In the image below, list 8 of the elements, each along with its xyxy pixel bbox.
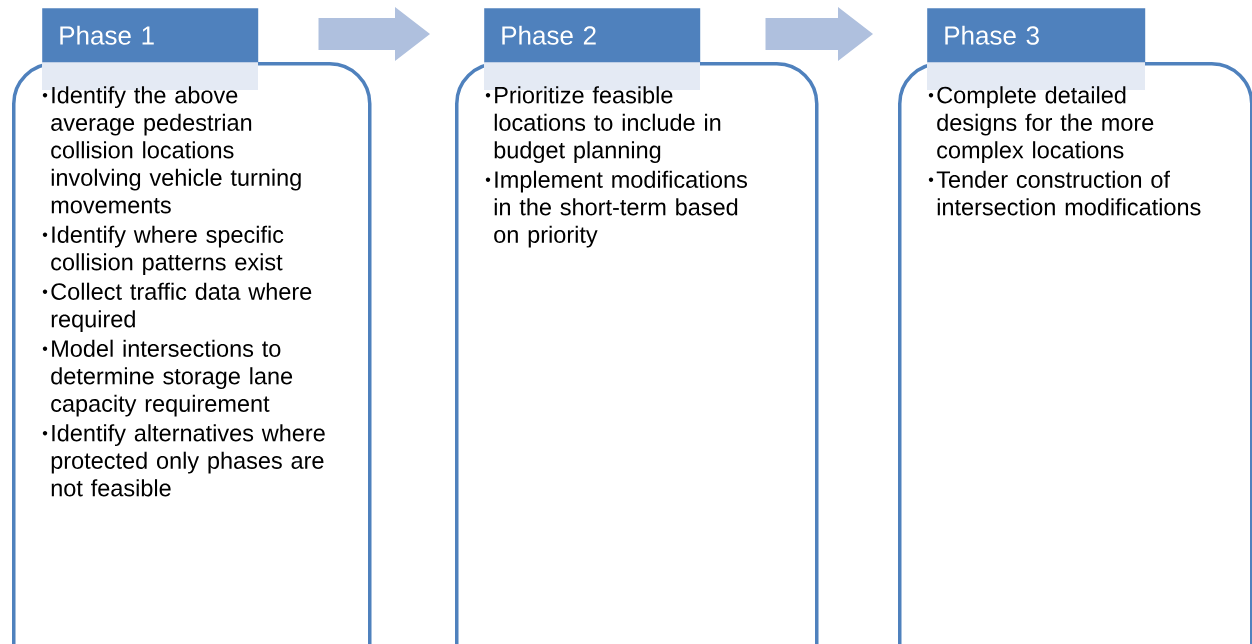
block-arrow xyxy=(765,7,873,61)
bullet-item: Model intersections to determine storage lane capacity requirement xyxy=(42,339,293,417)
block-arrow xyxy=(318,7,430,61)
bullet-item: Identify where specific collision patterns exist xyxy=(42,225,284,276)
bullet-item: Tender construction of intersection modifications xyxy=(928,170,1201,216)
bullet-item: Identify alternatives where protected only phases are not feasible xyxy=(42,424,325,497)
bullet-item: Collect traffic data where required xyxy=(42,282,312,333)
bullet-item: Implement modifications in the short-term based on priority xyxy=(485,170,747,248)
